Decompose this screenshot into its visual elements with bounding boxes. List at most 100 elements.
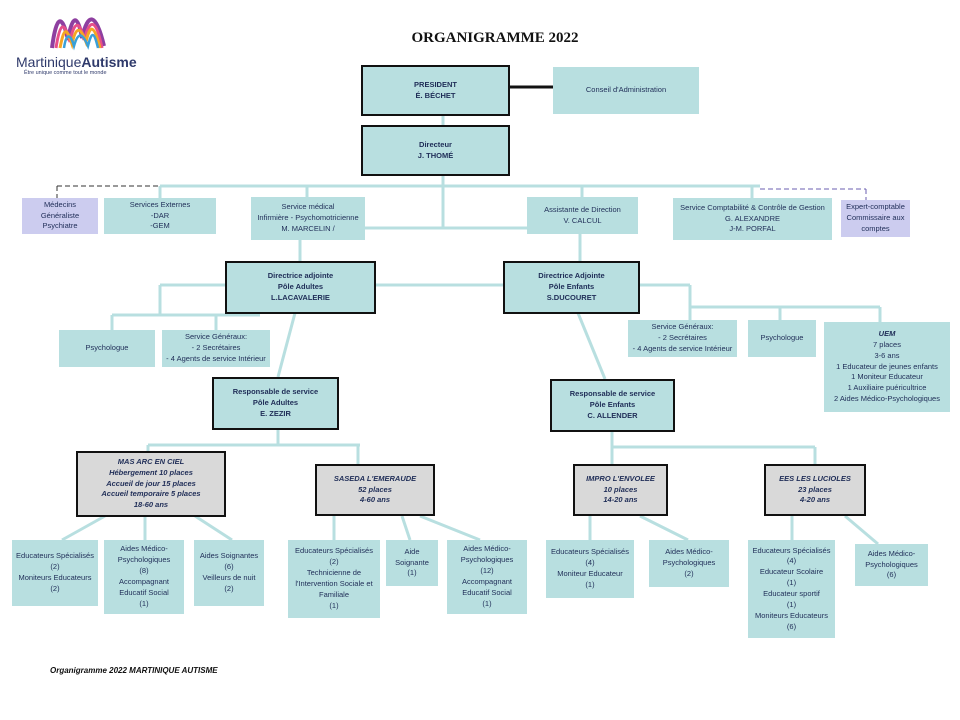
- box-line: (8): [139, 566, 149, 576]
- box-line: UEM: [878, 328, 896, 338]
- box-line: Educateurs Spécialisés: [551, 547, 629, 557]
- box-comptabilite: Service Comptabilité & Contrôle de Gesti…: [673, 198, 832, 240]
- box-line: SASEDA L'EMERAUDE: [333, 473, 417, 483]
- box-line: Responsable de service: [232, 387, 319, 397]
- box-ees-amp: Aides Médico-Psychologiques(6): [855, 544, 928, 586]
- box-mas-edu: Educateurs Spécialisés(2)Moniteurs Educa…: [12, 540, 98, 606]
- box-line: 4-60 ans: [359, 495, 391, 505]
- box-line: - 2 Secrétaires: [191, 343, 241, 353]
- box-line: (1): [482, 598, 492, 608]
- box-line: J. THOMÉ: [417, 150, 454, 160]
- box-line: EES LES LUCIOLES: [779, 473, 851, 483]
- box-line: Commissaire aux comptes: [846, 213, 905, 233]
- box-services-externes: Services Externes-DAR-GEM: [104, 198, 216, 234]
- box-line: (1): [139, 598, 149, 608]
- box-line: Psychologue: [85, 343, 129, 353]
- box-line: S.DUCOURET: [546, 292, 597, 302]
- box-line: 14-20 ans: [603, 495, 638, 505]
- box-line: Pôle Adultes: [277, 282, 324, 292]
- box-line: Aides Médico-Psychologiques: [460, 544, 514, 565]
- box-line: Aides Soignantes: [199, 551, 259, 561]
- box-ees-edu: Educateurs Spécialisés(4)Educateur Scola…: [748, 540, 835, 638]
- box-line: Accompagnant Educatif Social: [118, 577, 170, 597]
- box-line: Pôle Adultes: [252, 398, 299, 408]
- box-line: MAS ARC EN CIEL: [117, 456, 185, 466]
- box-line: Moniteur Educateur: [557, 569, 623, 578]
- box-mas-as: Aides Soignantes(6)Veilleurs de nuit(2): [194, 540, 264, 606]
- logo-tagline: Être unique comme tout le monde: [24, 70, 107, 76]
- box-line: Infirmière - Psychomotricienne: [257, 213, 359, 223]
- box-line: -GEM: [150, 221, 170, 231]
- box-line: 4-20 ans: [799, 495, 831, 505]
- box-line: Educateurs Spécialisés: [16, 551, 94, 561]
- box-line: -DAR: [150, 210, 170, 220]
- box-line: Pôle Enfants: [548, 282, 595, 292]
- box-line: Aides Médico-Psychologiques: [865, 548, 918, 569]
- box-line: 1 Moniteur Educateur: [851, 372, 923, 382]
- box-line: 3-6 ans: [874, 350, 900, 360]
- box-line: M. MARCELIN /: [281, 223, 335, 233]
- box-conseil: Conseil d'Administration: [553, 67, 699, 114]
- box-line: Moniteurs Educateurs: [18, 573, 92, 582]
- box-line: 23 places: [798, 484, 832, 494]
- box-imp-edu: Educateurs Spécialisés(4)Moniteur Educat…: [546, 540, 634, 598]
- box-line: L.LACAVALERIE: [271, 292, 330, 302]
- box-psy-adultes: Psychologue: [59, 330, 155, 367]
- box-line: (6): [224, 562, 234, 572]
- box-line: (2): [50, 562, 60, 572]
- box-line: 1 Auxiliaire puéricultrice: [847, 383, 927, 393]
- box-line: Accompagnant Educatif Social: [461, 577, 513, 597]
- box-line: (1): [786, 578, 797, 588]
- box-line: (2): [684, 568, 694, 578]
- box-line: Services Externes: [129, 199, 191, 209]
- box-sas-edu: Educateurs Spécialisés(2)Technicienne de…: [288, 540, 380, 618]
- box-line: - 2 Secrétaires: [658, 333, 707, 343]
- footer-caption: Organigramme 2022 MARTINIQUE AUTISME: [50, 666, 218, 675]
- box-line: Educateurs Spécialisés: [295, 546, 373, 556]
- box-line: Moniteurs Educateurs: [755, 610, 828, 620]
- box-line: Service Généraux:: [651, 322, 714, 332]
- box-line: Directeur: [419, 139, 452, 149]
- box-line: É. BÉCHET: [415, 90, 456, 100]
- box-line: Conseil d'Administration: [585, 85, 667, 95]
- page-title: ORGANIGRAMME 2022: [411, 30, 579, 46]
- box-line: Généraliste: [40, 210, 80, 220]
- box-line: Directrice Adjointe: [538, 271, 605, 281]
- box-line: Aide Soignante: [395, 546, 429, 567]
- box-line: E. ZEZIR: [260, 408, 291, 418]
- box-line: Service médical: [281, 202, 335, 212]
- box-line: 52 places: [358, 484, 392, 494]
- box-line: J-M. PORFAL: [729, 224, 776, 234]
- box-line: (4): [786, 556, 797, 566]
- box-line: Médecins: [43, 199, 77, 209]
- box-line: (1): [329, 600, 339, 610]
- box-line: (1): [407, 568, 417, 578]
- box-line: (2): [50, 583, 60, 593]
- box-line: Expert-comptable: [846, 202, 905, 212]
- box-line: Educateur Scolaire: [759, 567, 824, 577]
- box-line: Hébergement 10 places: [109, 467, 193, 477]
- box-line: (2): [224, 583, 234, 593]
- box-line: Service Généraux:: [184, 332, 248, 342]
- box-line: Accueil de jour 15 places: [106, 478, 196, 488]
- box-line: (12): [480, 566, 494, 576]
- box-line: IMPRO L'ENVOLEE: [586, 473, 655, 483]
- box-line: (1): [585, 579, 595, 589]
- box-sas-as: Aide Soignante(1): [386, 540, 438, 586]
- box-line: Educateurs Spécialisés: [752, 545, 831, 555]
- box-sg-adultes: Service Généraux:- 2 Secrétaires- 4 Agen…: [162, 330, 270, 367]
- box-line: Responsable de service: [569, 389, 656, 399]
- box-line: (6): [786, 621, 797, 631]
